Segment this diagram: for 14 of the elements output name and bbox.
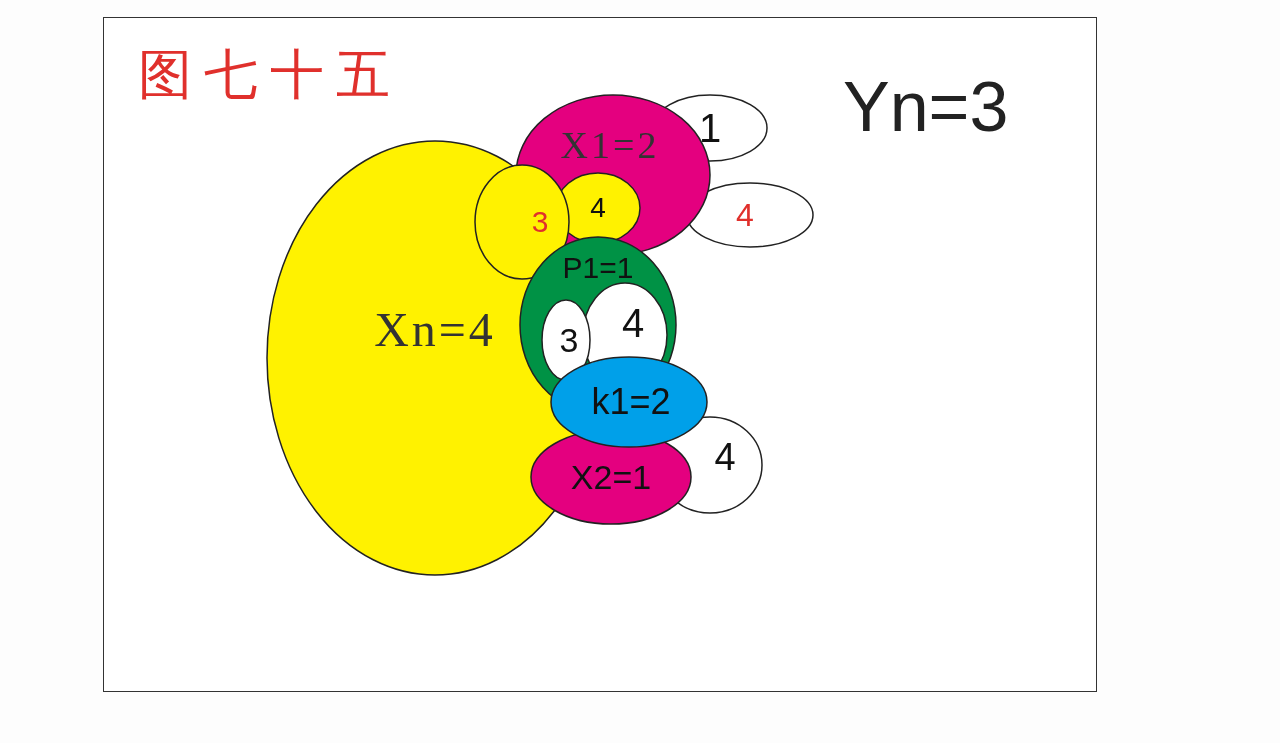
region-label: 4 — [590, 194, 606, 222]
region-label: 1 — [698, 108, 722, 148]
region-label: X1=2 — [560, 126, 660, 164]
region-label: k1=2 — [591, 384, 671, 420]
title: 图七十五 — [138, 48, 402, 102]
region-label: 3 — [559, 323, 579, 357]
region-label: 3 — [531, 207, 549, 237]
region-label: 4 — [736, 199, 754, 231]
region-label: Xn=4 — [374, 306, 496, 354]
region-label: 4 — [714, 438, 736, 476]
region-label: 4 — [621, 303, 645, 343]
region-label: P1=1 — [562, 253, 634, 283]
region-label: X2=1 — [570, 460, 652, 494]
label-text: Yn=3 — [843, 72, 1009, 142]
